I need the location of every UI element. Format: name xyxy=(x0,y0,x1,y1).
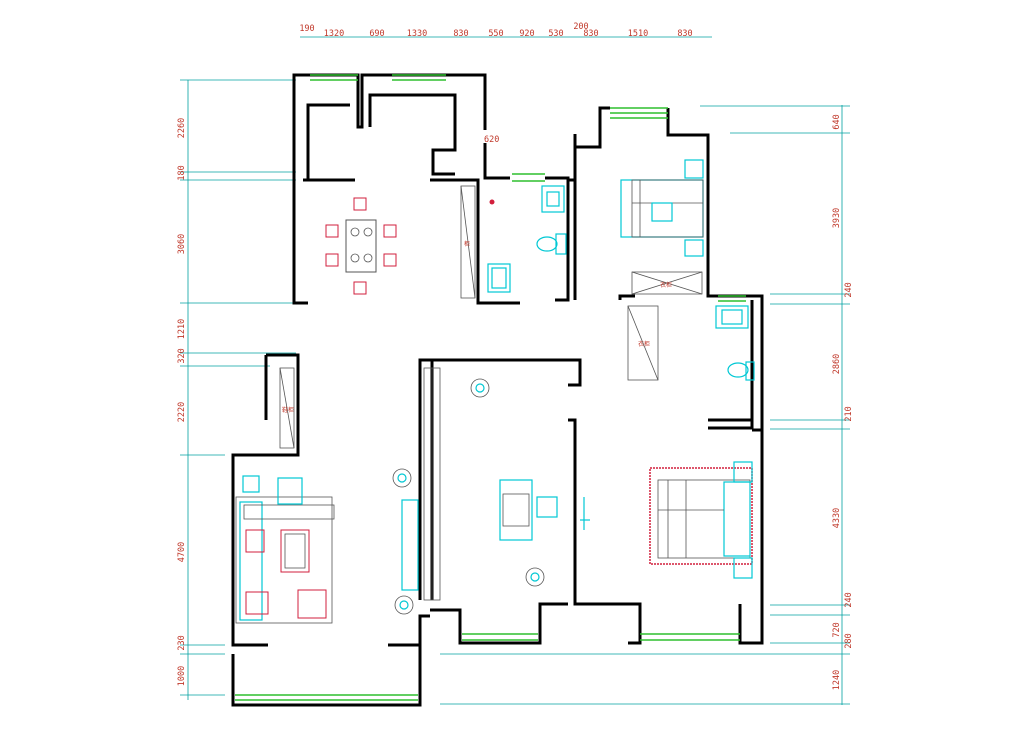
right-dim-8: 280 xyxy=(844,633,854,648)
plant-icon xyxy=(392,378,545,615)
corridor-cabinet-icon: 衣柜 xyxy=(627,305,659,381)
toilet-2-icon xyxy=(727,361,755,381)
master-bed-icon xyxy=(649,461,753,579)
left-dim-6: 4700 xyxy=(177,542,187,562)
left-dim-2: 3060 xyxy=(177,234,187,254)
corridor-cabinet-label: 衣柜 xyxy=(638,340,650,348)
right-dim-1: 3930 xyxy=(832,208,842,228)
top-dim-3: 1330 xyxy=(407,29,427,39)
left-dim-1: 180 xyxy=(177,165,187,180)
right-dim-7: 720 xyxy=(832,622,842,637)
walls xyxy=(231,73,764,707)
washbasin-2-icon xyxy=(715,305,749,329)
dimension-lines xyxy=(180,36,850,705)
shower-icon xyxy=(487,263,511,293)
top-dim-1: 1320 xyxy=(324,29,344,39)
top-dimension-labels: 190 1320 690 1330 830 550 920 530 200 83… xyxy=(299,22,692,39)
study-sliding-door-icon xyxy=(423,367,441,601)
sofa-set-icon xyxy=(235,475,335,624)
desk-icon xyxy=(499,479,558,541)
shoe-cabinet-label: 鞋柜 xyxy=(282,406,294,414)
top-dim-4: 830 xyxy=(453,29,468,39)
top-dim-11: 830 xyxy=(677,29,692,39)
right-dimension-labels: 640 3930 240 2860 210 4330 240 720 280 1… xyxy=(832,114,854,690)
left-dim-0: 2260 xyxy=(177,118,187,138)
cabinet-label: 柜 xyxy=(464,240,470,248)
lamp-icon xyxy=(580,497,590,530)
top-dim-8: 200 xyxy=(573,22,588,32)
left-dim-4: 320 xyxy=(177,348,187,363)
left-dim-7: 230 xyxy=(177,635,187,650)
tv-cabinet-icon xyxy=(401,499,419,591)
top-dim-7: 530 xyxy=(548,29,563,39)
left-dim-5: 2220 xyxy=(177,402,187,422)
top-dim-2: 690 xyxy=(369,29,384,39)
right-dim-3: 2860 xyxy=(832,354,842,374)
right-dim-5: 4330 xyxy=(832,508,842,528)
left-dim-8: 1000 xyxy=(177,666,187,686)
right-dim-9: 1240 xyxy=(832,670,842,690)
right-dim-6: 240 xyxy=(844,592,854,607)
windows xyxy=(235,74,746,701)
right-dim-0: 640 xyxy=(832,114,842,129)
top-dim-10: 1510 xyxy=(628,29,648,39)
marker-icon xyxy=(489,199,495,205)
kitchen-cabinet-icon: 柜 xyxy=(460,185,476,299)
wardrobe-icon: 衣柜 xyxy=(631,271,703,295)
toilet-icon xyxy=(536,233,567,255)
left-dimension-labels: 2260 180 3060 1210 320 2220 4700 230 100… xyxy=(177,118,187,686)
right-dim-2: 240 xyxy=(844,282,854,297)
left-dim-3: 1210 xyxy=(177,319,187,339)
washbasin-icon xyxy=(541,185,565,213)
top-dim-6: 920 xyxy=(519,29,534,39)
right-dim-4: 210 xyxy=(844,406,854,421)
top-dim-0: 190 xyxy=(299,24,314,34)
top-dim-9: 830 xyxy=(583,29,598,39)
bed-icon xyxy=(620,159,704,257)
top-dim-5: 550 xyxy=(488,29,503,39)
dining-table-icon xyxy=(325,197,397,295)
wardrobe-label: 衣柜 xyxy=(660,281,672,289)
shoe-cabinet-icon: 鞋柜 xyxy=(279,367,295,449)
door-dimension: 620 xyxy=(484,135,499,145)
